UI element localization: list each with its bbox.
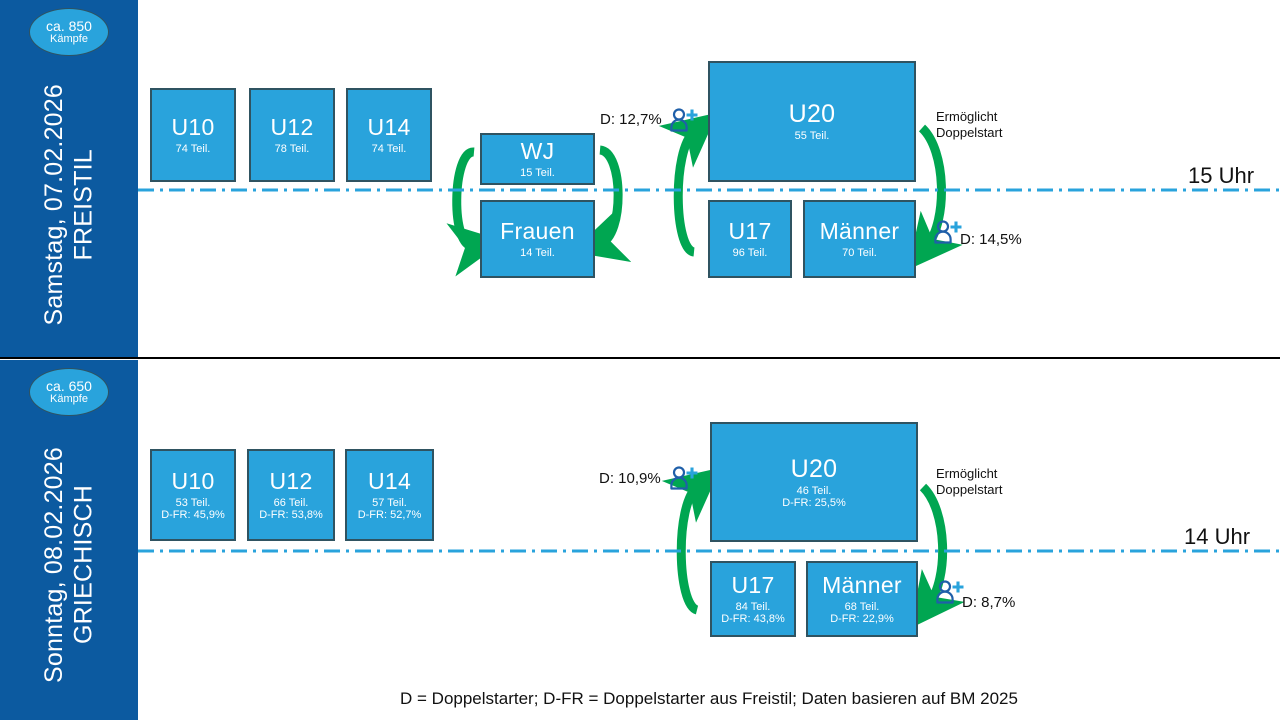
category-name: WJ — [520, 137, 555, 164]
sidebar-style-day-1: FREISTIL — [69, 149, 97, 261]
annotation-enables-day1: Ermöglicht Doppelstart — [936, 109, 1046, 141]
annotation-double-start-left-day2: D: 10,9% — [599, 470, 661, 487]
category-participants: 15 Teil. — [520, 166, 555, 179]
category-participants: 84 Teil. — [735, 600, 771, 613]
annotation-enables-line2: Doppelstart — [936, 124, 1003, 140]
badge-unit-day-2: Kämpfe — [50, 392, 88, 405]
category-participants: 57 Teil. — [372, 496, 407, 509]
annotation-enables-day2: Ermöglicht Doppelstart — [936, 466, 1046, 498]
badge-count-day-1: ca. 850 — [46, 17, 92, 34]
category-box-u12-day2[interactable]: U12 66 Teil. D-FR: 53,8% — [247, 449, 335, 541]
badge-count-day-2: ca. 650 — [46, 377, 92, 394]
category-participants: 74 Teil. — [175, 142, 211, 155]
category-participants: 55 Teil. — [794, 130, 830, 143]
time-label-day-1: 15 Uhr — [1188, 163, 1255, 188]
category-name: U17 — [731, 571, 775, 598]
category-name: U12 — [269, 467, 313, 494]
category-box-u12-day1[interactable]: U12 78 Teil. — [249, 88, 335, 182]
category-name: U12 — [270, 113, 314, 140]
category-participants: 14 Teil. — [520, 246, 555, 259]
person-plus-icon — [670, 466, 698, 490]
person-plus-icon — [934, 220, 962, 244]
category-name: Frauen — [500, 217, 575, 244]
annotation-double-start-right-day2: D: 8,7% — [962, 594, 1016, 611]
legend-footnote: D = Doppelstarter; D-FR = Doppelstarter … — [400, 689, 1018, 708]
category-participants: 68 Teil. — [844, 600, 880, 613]
sidebar-day-1: ca. 850 Kämpfe Samstag, 07.02.2026 FREIS… — [0, 0, 138, 358]
person-plus-icon — [670, 108, 698, 132]
annotation-enables-line1: Ermöglicht — [936, 109, 998, 124]
section-divider — [0, 357, 1280, 359]
category-dfr: D-FR: 52,7% — [357, 508, 422, 521]
person-plus-icon — [936, 580, 964, 604]
category-dfr: D-FR: 22,9% — [830, 612, 894, 625]
category-participants: 66 Teil. — [273, 496, 309, 509]
category-name: U17 — [728, 217, 772, 244]
category-name: Männer — [822, 571, 902, 598]
category-name: U10 — [171, 113, 215, 140]
category-name: U20 — [790, 454, 838, 483]
sidebar-date-day-1: Samstag, 07.02.2026 — [39, 84, 68, 326]
category-name: U14 — [367, 113, 411, 140]
category-name: U10 — [171, 467, 215, 494]
sidebar-day-2: ca. 650 Kämpfe Sonntag, 08.02.2026 GRIEC… — [0, 360, 138, 720]
badge-matches-day-1: ca. 850 Kämpfe — [29, 8, 109, 56]
category-box-u10-day2[interactable]: U10 53 Teil. D-FR: 45,9% — [150, 449, 236, 541]
sidebar-label-day-2: Sonntag, 08.02.2026 GRIECHISCH — [0, 420, 138, 710]
timeline-day-1 — [138, 188, 1280, 192]
category-box-u14-day1[interactable]: U14 74 Teil. — [346, 88, 432, 182]
category-dfr: D-FR: 45,9% — [161, 508, 225, 521]
annotation-enables-line2: Doppelstart — [936, 481, 1003, 497]
category-box-wj-day1[interactable]: WJ 15 Teil. — [480, 133, 595, 185]
category-participants: 96 Teil. — [732, 246, 768, 259]
annotation-double-start-right-day1: D: 14,5% — [960, 231, 1022, 248]
category-participants: 46 Teil. — [796, 484, 832, 497]
annotation-double-start-left-day1: D: 12,7% — [600, 111, 662, 128]
sidebar-date-day-2: Sonntag, 08.02.2026 — [39, 447, 68, 683]
annotation-enables-line1: Ermöglicht — [936, 466, 998, 481]
category-box-u10-day1[interactable]: U10 74 Teil. — [150, 88, 236, 182]
arrow-u17-to-u20 — [658, 112, 718, 257]
sidebar-style-day-2: GRIECHISCH — [69, 485, 97, 645]
category-participants: 74 Teil. — [371, 142, 407, 155]
category-participants: 78 Teil. — [274, 142, 310, 155]
category-box-maenner-day1[interactable]: Männer 70 Teil. — [803, 200, 916, 278]
category-box-u20-day1[interactable]: U20 55 Teil. — [708, 61, 916, 182]
arrow-wj-frauen-left — [446, 147, 505, 277]
timeline-day-2 — [138, 549, 1280, 553]
category-box-maenner-day2[interactable]: Männer 68 Teil. D-FR: 22,9% — [806, 561, 918, 637]
category-name: Männer — [819, 217, 900, 244]
category-box-u14-day2[interactable]: U14 57 Teil. D-FR: 52,7% — [345, 449, 434, 541]
category-box-u17-day2[interactable]: U17 84 Teil. D-FR: 43,8% — [710, 561, 796, 637]
category-participants: 70 Teil. — [842, 246, 877, 259]
category-box-u17-day1[interactable]: U17 96 Teil. — [708, 200, 792, 278]
category-participants: 53 Teil. — [175, 496, 211, 509]
category-name: U20 — [788, 100, 836, 129]
category-box-u20-day2[interactable]: U20 46 Teil. D-FR: 25,5% — [710, 422, 918, 542]
category-box-frauen-day1[interactable]: Frauen 14 Teil. — [480, 200, 595, 278]
sidebar-label-day-1: Samstag, 07.02.2026 FREISTIL — [0, 60, 138, 350]
category-name: U14 — [367, 467, 412, 494]
time-label-day-2: 14 Uhr — [1184, 524, 1251, 549]
category-dfr: D-FR: 25,5% — [782, 497, 846, 509]
category-dfr: D-FR: 53,8% — [259, 508, 323, 521]
badge-matches-day-2: ca. 650 Kämpfe — [29, 368, 109, 416]
badge-unit-day-1: Kämpfe — [50, 32, 88, 45]
arrow-wj-frauen-right — [571, 145, 632, 262]
category-dfr: D-FR: 43,8% — [721, 612, 785, 625]
